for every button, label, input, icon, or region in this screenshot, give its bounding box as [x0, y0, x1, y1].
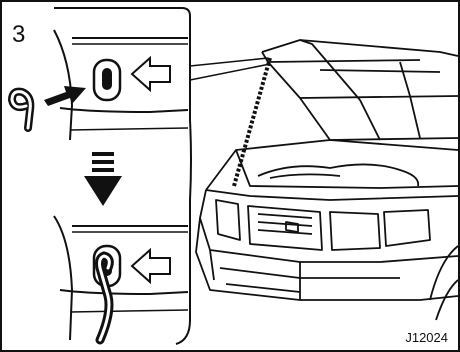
- step-number: 3: [12, 21, 25, 48]
- retainer-hole-icon: [94, 60, 120, 100]
- bracket-divider: [190, 120, 191, 200]
- figure-code: J12024: [405, 330, 448, 345]
